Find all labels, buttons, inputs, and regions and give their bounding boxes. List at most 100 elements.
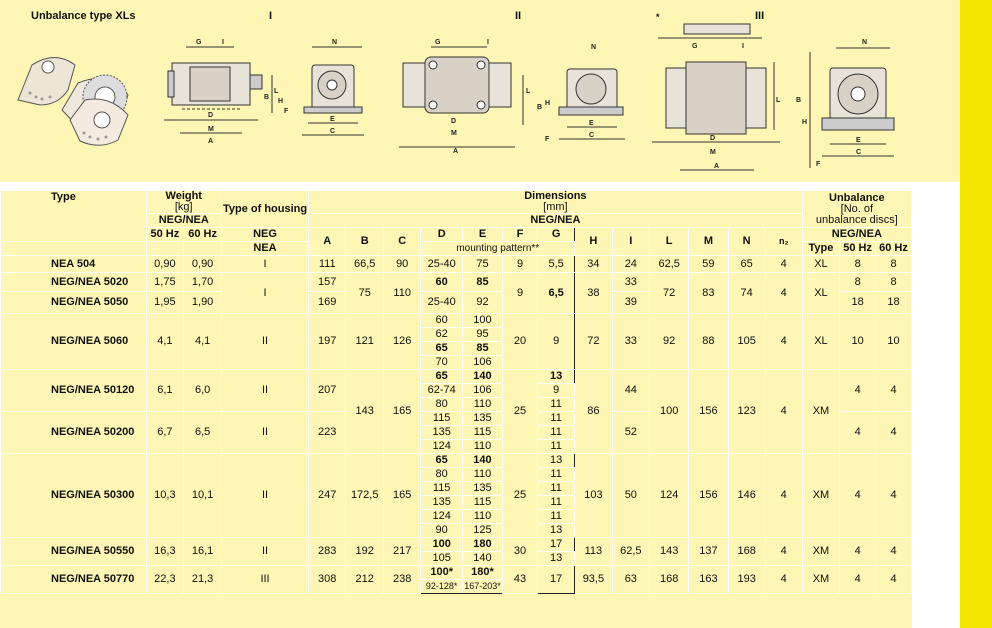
col-c: C (383, 227, 422, 256)
cell: 13 (537, 523, 576, 538)
cell: 65 (420, 341, 463, 356)
unbalance-50hz: 50 Hz (839, 241, 877, 256)
cell: 11 (537, 481, 576, 496)
cell: 172,5 (345, 453, 385, 538)
cell: 21,3 (183, 565, 222, 594)
cell: 92-128* (420, 579, 463, 594)
cell: 1,75 (145, 272, 185, 292)
dims-neg-nea: NEG/NEA (308, 213, 803, 228)
cell: 25 (501, 453, 539, 538)
cell: 135 (462, 481, 503, 496)
dim-g-label-3: G (692, 43, 698, 50)
dim-i-label: I (222, 39, 224, 46)
cell: 6,7 (145, 411, 185, 454)
col-a: A (308, 227, 347, 256)
cell: 18 (875, 291, 912, 314)
cell: 22,3 (145, 565, 185, 594)
cell: 6,5 (183, 411, 222, 454)
cell: 4 (764, 255, 803, 273)
cell: 4 (839, 369, 877, 412)
cell: 180* (462, 565, 503, 580)
dim-a-label: A (208, 138, 213, 145)
housing-label-3: III (755, 10, 765, 22)
cell: 74 (727, 272, 766, 314)
col-n2: n₂ (764, 227, 803, 256)
cell: 25-40 (420, 255, 463, 273)
dim-d-label: D (208, 112, 213, 119)
cell: 110 (462, 439, 503, 454)
cell: 100* (420, 565, 463, 580)
dim-g-label-2: G (435, 39, 441, 46)
table-row: NEG/NEA 5060 4,1 4,1 II 197 121 126 60 1… (0, 313, 912, 370)
dim-i-label-3: I (742, 43, 744, 50)
cell: II (220, 411, 310, 454)
cell: 283 (308, 537, 347, 566)
cell: 65 (727, 255, 766, 273)
cell: 85 (462, 341, 503, 356)
dim-l-label: L (274, 88, 279, 95)
cell: 124 (649, 453, 690, 538)
cell: 65 (420, 369, 463, 384)
cell: 4 (875, 369, 912, 412)
row-type: NEG/NEA 5050 (0, 291, 147, 314)
col-e: E (462, 227, 503, 242)
cell: 75 (345, 272, 385, 314)
cell: 11 (537, 397, 576, 412)
dim-a-label-2: A (453, 148, 458, 155)
cell: 113 (574, 537, 613, 566)
cell: 115 (420, 481, 463, 496)
col-header-housing: Type of housing (220, 190, 310, 228)
dim-f-label-3: F (816, 161, 821, 168)
table-row: NEG/NEA 5020 1,75 1,70 I 157 75 110 60 8… (0, 272, 912, 314)
dim-c-label: C (330, 128, 335, 135)
cell: 1,90 (183, 291, 222, 314)
cell: 62,5 (649, 255, 690, 273)
cell: 124 (420, 509, 463, 524)
star-note-mark: * (656, 12, 660, 22)
cell: 4 (764, 565, 803, 594)
cell: 207 (308, 369, 347, 412)
cell: 4,1 (145, 313, 185, 370)
col-h: H (574, 227, 613, 256)
unbalance-discs-illustration (10, 45, 150, 150)
table-row: NEA 504 0,90 0,90 I 111 66,5 90 25-40 75… (0, 255, 912, 273)
dim-e-label-3: E (856, 137, 861, 144)
table-row: NEG/NEA 50550 16,3 16,1 II 283 192 217 1… (0, 537, 912, 566)
cell: 8 (839, 255, 877, 273)
cell: 6,1 (145, 369, 185, 412)
cell: 33 (611, 272, 651, 292)
dim-h-label-2: H (545, 100, 550, 107)
dim-f-label-2: F (545, 136, 550, 143)
cell: 95 (462, 327, 503, 342)
cell: 146 (727, 453, 766, 538)
table-row: NEG/NEA 5050 1,95 1,90 169 25-40 92 39 1… (0, 291, 912, 314)
cell: 16,1 (183, 537, 222, 566)
cell: 4 (764, 313, 803, 370)
cell: 44 (611, 369, 651, 412)
unbalance-60hz: 60 Hz (875, 241, 912, 256)
cell: 62-74 (420, 383, 463, 398)
row-type: NEG/NEA 50300 (0, 453, 147, 538)
row-type: NEG/NEA 50550 (0, 537, 147, 566)
cell: 111 (308, 255, 347, 273)
dim-d-label-2: D (451, 118, 456, 125)
housing-label-1: I (269, 10, 273, 22)
cell: 6,5 (537, 272, 576, 314)
cell: 137 (688, 537, 729, 566)
row-type: NEG/NEA 50200 (0, 411, 147, 454)
cell: 125 (462, 523, 503, 538)
cell: 1,70 (183, 272, 222, 292)
dim-c-label-3: C (856, 149, 861, 156)
col-header-weight: Weight[kg] (145, 190, 222, 214)
cell: 8 (839, 272, 877, 292)
table-row: NEG/NEA 50770 22,3 21,3 III 308 212 238 … (0, 565, 912, 594)
housing-neg: NEG (220, 227, 310, 242)
col-l: L (649, 227, 690, 256)
cell: 4 (875, 411, 912, 454)
col-b: B (345, 227, 385, 256)
cell: 5,5 (537, 255, 576, 273)
cell: 100 (462, 313, 503, 328)
dim-n-label-3: N (862, 39, 867, 46)
cell: 25 (501, 369, 539, 454)
